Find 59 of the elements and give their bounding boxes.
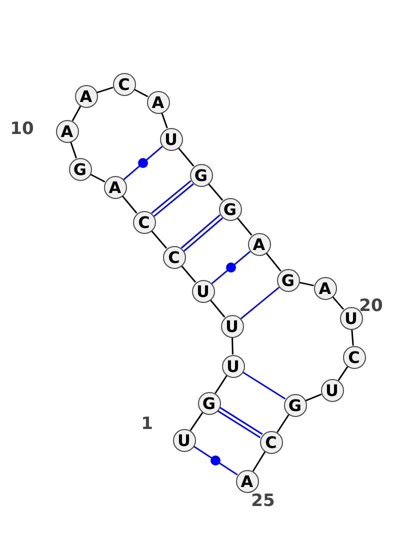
base-pair-line bbox=[217, 406, 263, 438]
nucleotide-circle: U bbox=[172, 428, 196, 452]
backbone-line bbox=[299, 282, 314, 286]
backbone-line bbox=[338, 366, 348, 381]
backbone-line bbox=[214, 375, 228, 394]
backbone-line bbox=[208, 183, 224, 201]
nucleotide-circle: A bbox=[146, 90, 170, 114]
backbone-line bbox=[180, 265, 196, 283]
base-pair-line bbox=[180, 214, 224, 252]
backbone-line bbox=[122, 195, 138, 214]
backbone-line bbox=[150, 230, 168, 249]
nucleotide-circle: A bbox=[74, 84, 98, 108]
nucleotide-circle: U bbox=[222, 354, 244, 378]
nucleotide-circle: C bbox=[162, 246, 186, 268]
backbone-line bbox=[232, 337, 234, 355]
backbone-line bbox=[236, 217, 252, 236]
base-pair-line bbox=[240, 286, 280, 320]
backbone-line bbox=[70, 142, 77, 158]
nucleotide-circle: G bbox=[276, 268, 300, 292]
base-pair-line bbox=[211, 250, 251, 284]
backbone-line bbox=[72, 106, 82, 122]
nucleotide-circle: G bbox=[218, 198, 242, 220]
backbone-line bbox=[252, 451, 266, 472]
position-number: 10 bbox=[10, 119, 34, 139]
backbone-line bbox=[178, 147, 194, 167]
nucleotide-circle: U bbox=[320, 378, 344, 402]
base-pair-line bbox=[151, 180, 194, 217]
backbone-line bbox=[210, 299, 226, 318]
position-number: 25 bbox=[251, 491, 275, 511]
nucleotide-circle: G bbox=[198, 392, 220, 414]
nucleotide-circle: U bbox=[192, 280, 214, 302]
backbone-line bbox=[351, 329, 354, 346]
position-number: 1 bbox=[141, 414, 153, 434]
nucleotide-circle: A bbox=[236, 470, 258, 492]
base-pair-line bbox=[242, 371, 286, 400]
nucleotide-circle: A bbox=[56, 120, 78, 142]
backbone-line bbox=[96, 86, 114, 94]
nucleotide-circle: G bbox=[190, 164, 212, 186]
nucleotide-circle: G bbox=[68, 158, 92, 180]
backbone-line bbox=[134, 88, 148, 98]
nucleotide-circle: C bbox=[342, 346, 366, 368]
backbone-line bbox=[276, 414, 290, 433]
base-pair-line bbox=[193, 446, 238, 476]
backbone-line bbox=[90, 174, 106, 182]
nucleotide-circle: C bbox=[132, 210, 156, 234]
backbone-line bbox=[190, 412, 204, 431]
base-pair-line bbox=[123, 146, 163, 180]
backbone-line bbox=[332, 296, 344, 310]
nucleotide-circle: C bbox=[260, 430, 282, 454]
nucleotide-circle: A bbox=[104, 176, 126, 198]
nucleotide-circle: C bbox=[112, 72, 136, 96]
backbone-line bbox=[266, 252, 282, 272]
nucleotide-circle: U bbox=[160, 128, 182, 150]
nucleotide-circle: U bbox=[220, 314, 244, 338]
nucleotide-circle: A bbox=[248, 232, 270, 256]
backbone-line bbox=[305, 394, 322, 402]
nucleotide-circle: G bbox=[284, 394, 306, 416]
backbone-line bbox=[161, 112, 168, 128]
nucleotide-circle: A bbox=[314, 276, 336, 300]
